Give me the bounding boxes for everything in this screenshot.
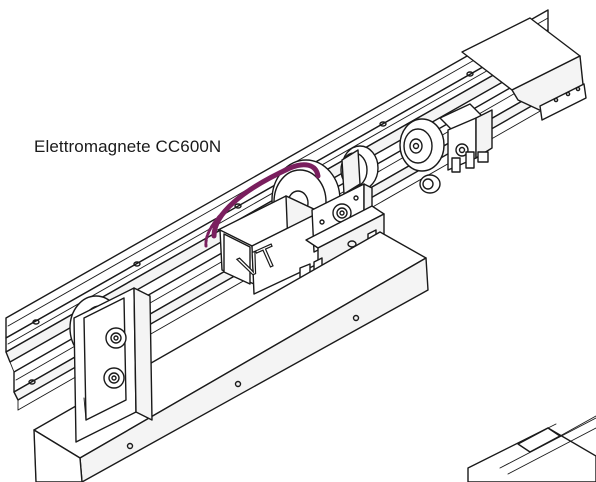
second-rail-fragment: [467, 415, 596, 482]
end-cap-bracket: [461, 17, 587, 121]
electromagnet-callout-label: Elettromagnete CC600N: [34, 137, 222, 156]
hanger-nuts: [103, 327, 127, 389]
right-wheel-assembly: [399, 103, 493, 194]
left-wheel-assembly: [69, 287, 153, 443]
drive-belt: [204, 162, 321, 248]
